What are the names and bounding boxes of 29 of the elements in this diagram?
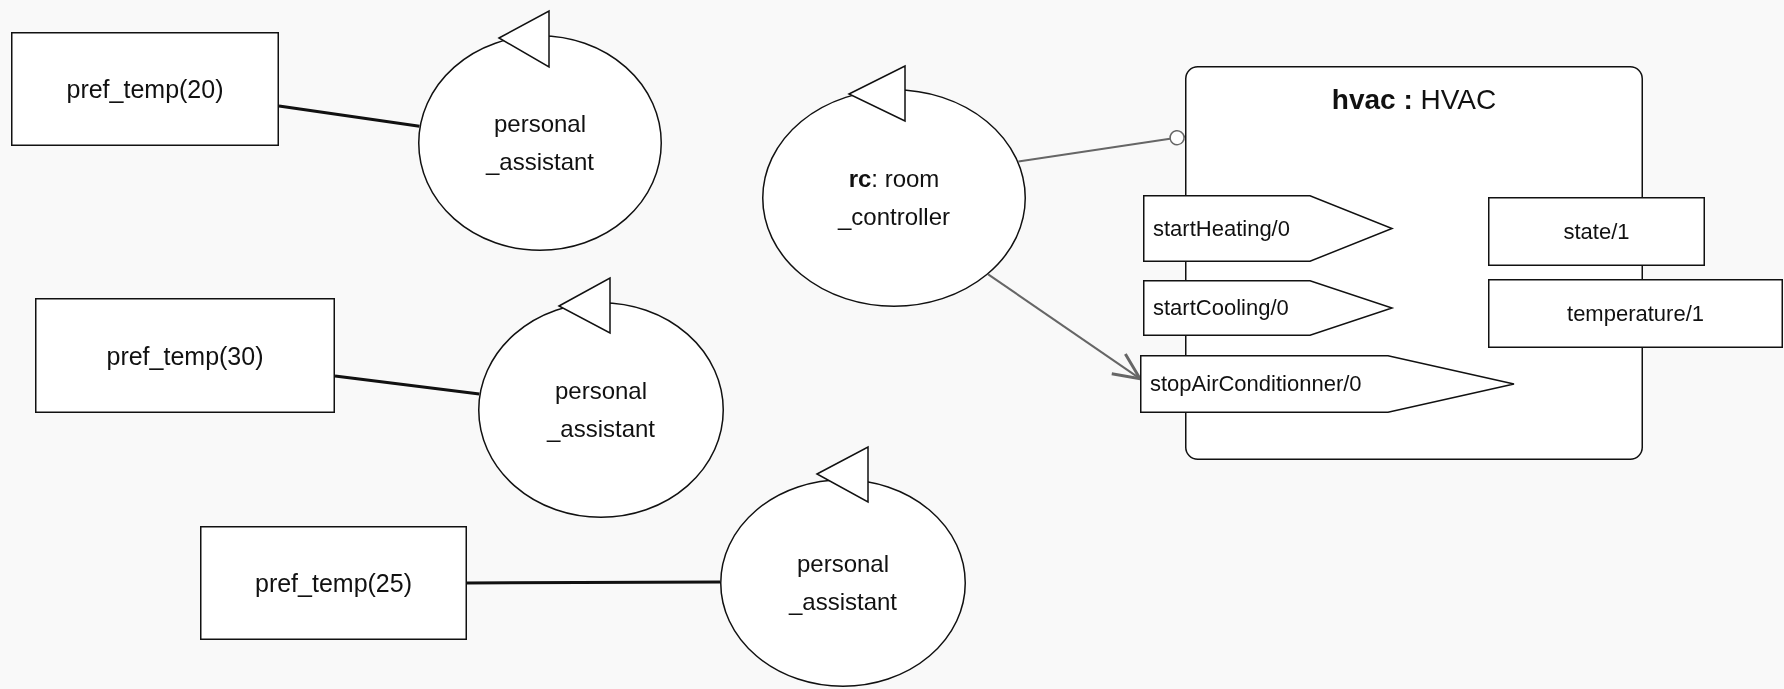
rectangle-node xyxy=(1488,197,1705,266)
connector-line xyxy=(1017,129,1186,163)
agent-name: rc: room _controller xyxy=(836,163,951,232)
port-pentagon xyxy=(1143,195,1393,262)
component-title: hvac : HVAC xyxy=(1330,84,1498,116)
agent-ellipse xyxy=(720,447,966,687)
rectangle-node xyxy=(1488,279,1783,348)
port-name: startHeating/0 xyxy=(1153,215,1290,242)
port-pentagon xyxy=(1143,280,1393,336)
agent-name: personal _assistant xyxy=(787,548,898,617)
agent-ellipse xyxy=(762,66,1026,307)
rectangle-node xyxy=(200,526,467,640)
node-label: pref_temp(30) xyxy=(105,341,265,370)
agent-ellipse xyxy=(478,278,724,518)
rectangle-node xyxy=(11,32,279,146)
node-label: pref_temp(20) xyxy=(65,74,225,104)
node-label: temperature/1 xyxy=(1566,300,1705,327)
connector-line xyxy=(278,104,420,128)
agent-name: personal _assistant xyxy=(484,108,595,177)
connector-line xyxy=(467,580,720,585)
node-label: pref_temp(25) xyxy=(254,568,413,598)
agent-name: personal _assistant xyxy=(545,375,656,444)
node-label: state/1 xyxy=(1562,218,1631,245)
port-name: startCooling/0 xyxy=(1153,295,1289,321)
port-pentagon xyxy=(1140,355,1515,413)
agent-ellipse xyxy=(418,11,662,251)
port-name: stopAirConditionner/0 xyxy=(1150,371,1362,397)
rectangle-node xyxy=(35,298,335,413)
connector-line xyxy=(334,374,480,396)
